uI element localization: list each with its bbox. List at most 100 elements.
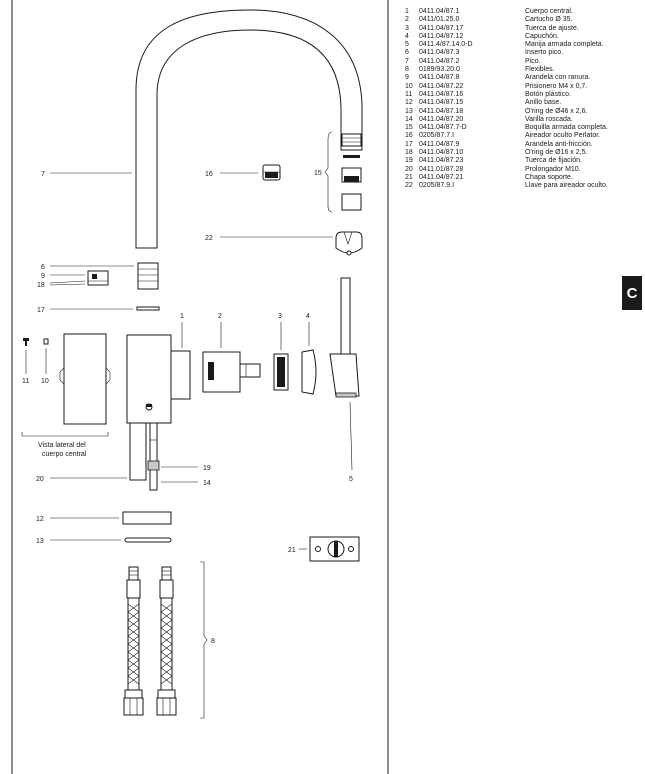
parts-list-code: 0411.04/87.7-D [419,124,467,132]
part-9-18-washer-oring [87,270,109,286]
part-12-base-ring [122,511,172,525]
part-15-nozzle-assembly [341,133,362,211]
parts-list-code: 0411/01.25.0 [419,16,460,24]
side-view-label-line1: Vista lateral del [38,442,86,449]
parts-list-num: 18 [405,149,413,157]
leader-18 [49,280,86,284]
callout-1: 1 [180,313,184,320]
parts-list-code: 0411.04/87.16 [419,90,464,98]
parts-list-desc: Chapa soporte. [525,173,573,181]
callout-11: 11 [22,378,29,385]
callout-6: 6 [41,264,45,271]
parts-list-code: 0411.04/87.10 [419,149,464,157]
side-view-central-body [59,333,111,425]
parts-list-desc: Varilla roscada. [525,115,573,123]
parts-list-num: 9 [405,74,409,82]
parts-list-desc: Cuerpo central. [525,8,573,15]
callout-12: 12 [36,516,44,523]
callout-9: 9 [41,273,45,280]
callout-17: 17 [37,307,45,314]
parts-list-num: 19 [405,157,413,165]
part-16-aerator [262,164,281,181]
bracket-8 [200,561,208,719]
parts-list-code: 0411.04/87.1 [419,8,460,15]
parts-list-row: 1 0411.04/87.1 Cuerpo central. [405,8,635,16]
bracket-15 [324,131,333,213]
parts-list-num: 14 [405,115,413,123]
callout-10: 10 [41,378,49,385]
part-11-plastic-button [23,338,29,346]
parts-list-desc: Tuerca de fijación. [525,157,582,165]
callout-2: 2 [218,313,222,320]
parts-list-desc: Anillo base. [525,99,562,107]
callout-21: 21 [288,547,296,554]
part-3-adjusting-nut [273,353,289,391]
parts-list-code: 0411.04/87.15 [419,99,464,107]
parts-list-desc: Arandela anti-fricción. [525,140,593,148]
parts-list-desc: Aireador oculto Perlator. [525,132,601,140]
part-21-support-plate [309,536,360,562]
part-10-set-screw [43,338,49,345]
parts-list-desc: Tuerca de ajuste. [525,24,579,32]
parts-list-num: 10 [405,82,413,90]
parts-list-code: 0411.04/87.21 [419,173,464,181]
part-8-flexible-hose-left [123,566,144,716]
parts-list-desc: Inserto pico. [525,49,564,57]
parts-list-num: 2 [405,16,409,24]
parts-list-row: 5 0411.4/87.14.0-D Manija armada completa. [405,41,635,49]
parts-list-code: 0411.04/87.9 [419,140,460,148]
callout-22: 22 [205,235,213,242]
parts-list-desc: O'ring de Ø16 x 2,5. [525,149,588,157]
parts-list-code: 0205/87.7.I [419,132,455,140]
callout-14: 14 [203,480,211,487]
parts-list-num: 17 [405,140,413,148]
callout-7: 7 [41,171,45,178]
callout-18: 18 [37,282,45,289]
callout-20: 20 [36,476,44,483]
part-1-central-body [126,334,191,424]
parts-list-num: 15 [405,124,413,132]
parts-list-code: 0411.01/87.28 [419,165,464,173]
parts-list-code: 0411.04/87.17 [419,24,464,32]
leader-5 [349,401,353,471]
leader-18b [49,283,86,286]
parts-list-num: 5 [405,41,409,49]
side-view-label-line2: cuerpo central [42,451,87,458]
parts-list-desc: Arandela con ranura. [525,74,591,82]
parts-list-num: 7 [405,57,409,65]
parts-list-desc: Manija armada completa. [525,41,604,49]
parts-list-row: 17 0411.04/87.9 Arandela anti-fricción. [405,141,635,149]
parts-list-code: 0411.04/87.23 [419,157,464,165]
part-17-antifriction-washer [136,306,160,311]
parts-list-desc: Botón plástico. [525,90,571,98]
parts-list-row: 14 0411.04/87.20 Varilla roscada. [405,116,635,124]
callout-19: 19 [203,465,211,472]
parts-list-desc: Prolongador M10. [525,165,581,173]
parts-list-num: 1 [405,8,409,15]
parts-list-num: 13 [405,107,413,115]
parts-list-desc: Llave para aireador oculto. [525,182,608,190]
parts-list-num: 6 [405,49,409,57]
side-view-bracket [21,432,109,437]
part-5-handle-assembly [329,277,360,398]
parts-list-code: 0411.04/87.12 [419,32,464,40]
parts-list-code: 0189/93.20.0 [419,66,460,74]
part-8-flexible-hose-right [156,566,177,716]
parts-list-row: 18 0411.04/87.10 O'ring de Ø16 x 2,5. [405,149,635,157]
part-4-cap [301,349,317,395]
part-14-threaded-rod [149,422,158,491]
parts-list-code: 0411.4/87.14.0-D [419,41,473,49]
parts-list-code: 0411.04/87.20 [419,115,464,123]
parts-list-desc: Pico. [525,57,541,65]
part-20-extension [129,422,147,481]
part-19-fixing-nut [147,460,160,471]
parts-list-num: 20 [405,165,413,173]
